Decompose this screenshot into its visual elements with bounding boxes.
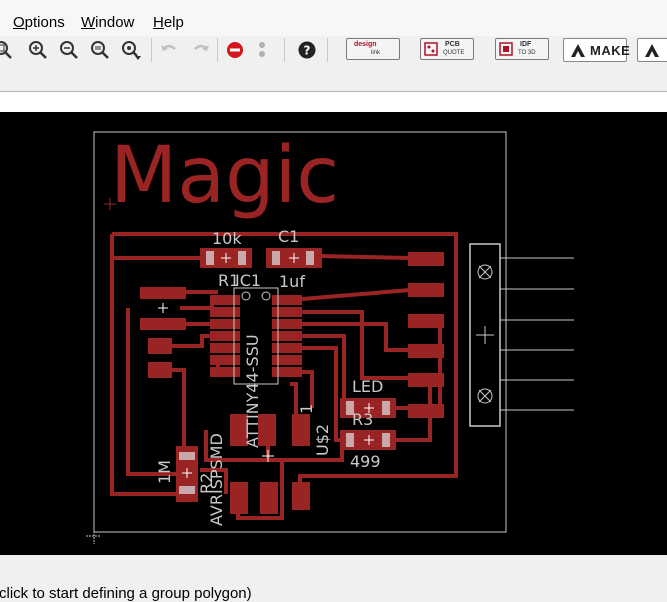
u2-pads [230, 414, 310, 446]
menu-help[interactable]: Help [153, 14, 184, 31]
svg-text:?: ? [304, 44, 311, 58]
smd-cross-icon [182, 468, 192, 478]
idf-icon [499, 42, 513, 56]
idf-to-3d-button[interactable]: IDF TO 3D [495, 38, 549, 60]
toolbar-separator [327, 38, 328, 62]
zoom-out-icon[interactable] [58, 39, 80, 61]
toolbar-separator [284, 38, 285, 62]
board-title: Magic [110, 131, 339, 221]
make-button[interactable]: MAKE [563, 38, 630, 62]
autodesk-logo-icon [645, 44, 659, 57]
parameter-toolbar [0, 64, 667, 92]
menu-options[interactable]: Options [13, 14, 65, 31]
pcb-icon [424, 42, 438, 56]
zoom-redraw-icon[interactable] [89, 39, 111, 61]
header-pads [408, 252, 444, 418]
u2-name-label: U$2 [313, 424, 332, 456]
ic1-pads [210, 295, 302, 377]
pad-cross-icon [158, 303, 168, 313]
toolbar-separator [151, 38, 152, 62]
design-link-button[interactable]: design link [346, 38, 400, 60]
help-icon[interactable]: ? [296, 39, 318, 61]
toolbar: ? design link PCB QUOTE IDF TO 3D MAKE [0, 36, 667, 64]
stop-icon[interactable] [224, 39, 246, 61]
smd-cross-icon [364, 403, 374, 445]
toolbar-separator [217, 38, 218, 62]
pin1-label: 1 [297, 404, 316, 414]
led-name-label: LED [352, 377, 383, 396]
r3-value-label: 499 [350, 452, 381, 471]
board-outline [93, 131, 507, 533]
component-labels: 10k C1 R1 IC1 1uf LED R3 499 ATTINY44-SS… [155, 227, 383, 526]
ic1-part-label: ATTINY44-SSU [243, 334, 262, 448]
r1-value-label: 10k [212, 229, 242, 248]
autodesk-extra-button[interactable] [637, 38, 667, 62]
board-drawing: Magic [86, 131, 574, 544]
r3-name-label: R3 [352, 410, 373, 429]
autodesk-logo-icon [571, 44, 585, 57]
ic1-marker [241, 291, 271, 301]
undo-icon[interactable] [158, 39, 180, 61]
status-bar: (click to start defining a group polygon… [0, 555, 667, 602]
copper-traces [110, 232, 458, 520]
zoom-fit-icon[interactable] [0, 39, 14, 61]
pcb-quote-button[interactable]: PCB QUOTE [420, 38, 474, 60]
status-message: (click to start defining a group polygon… [0, 585, 252, 602]
zoom-in-icon[interactable] [27, 39, 49, 61]
c1-name-label: C1 [278, 227, 299, 246]
origin-cross [104, 198, 116, 210]
menu-bar: Options Window Help [0, 0, 667, 36]
avr-name-label: AVRISPSMD [207, 433, 226, 526]
redo-icon[interactable] [190, 39, 212, 61]
avr-pads [140, 287, 186, 378]
u2-cross-icon [262, 450, 274, 462]
zoom-select-icon[interactable] [120, 39, 142, 61]
pcb-canvas[interactable]: Magic [0, 112, 667, 555]
r2-value-label: 1M [155, 460, 174, 484]
ic1-name-label: IC1 [235, 271, 261, 290]
bottom-pads [230, 482, 310, 514]
r2-name-label: R2 [197, 473, 216, 494]
coordinate-strip [0, 92, 667, 112]
c1-value-label: 1uf [279, 272, 305, 291]
ic1-outline [233, 287, 279, 385]
smd-cross-icon [221, 253, 299, 263]
go-icon[interactable] [251, 39, 273, 61]
board-origin-cross [86, 528, 100, 544]
side-connector [469, 243, 574, 427]
r1-name-label: R1 [218, 271, 239, 290]
menu-window[interactable]: Window [81, 14, 135, 31]
